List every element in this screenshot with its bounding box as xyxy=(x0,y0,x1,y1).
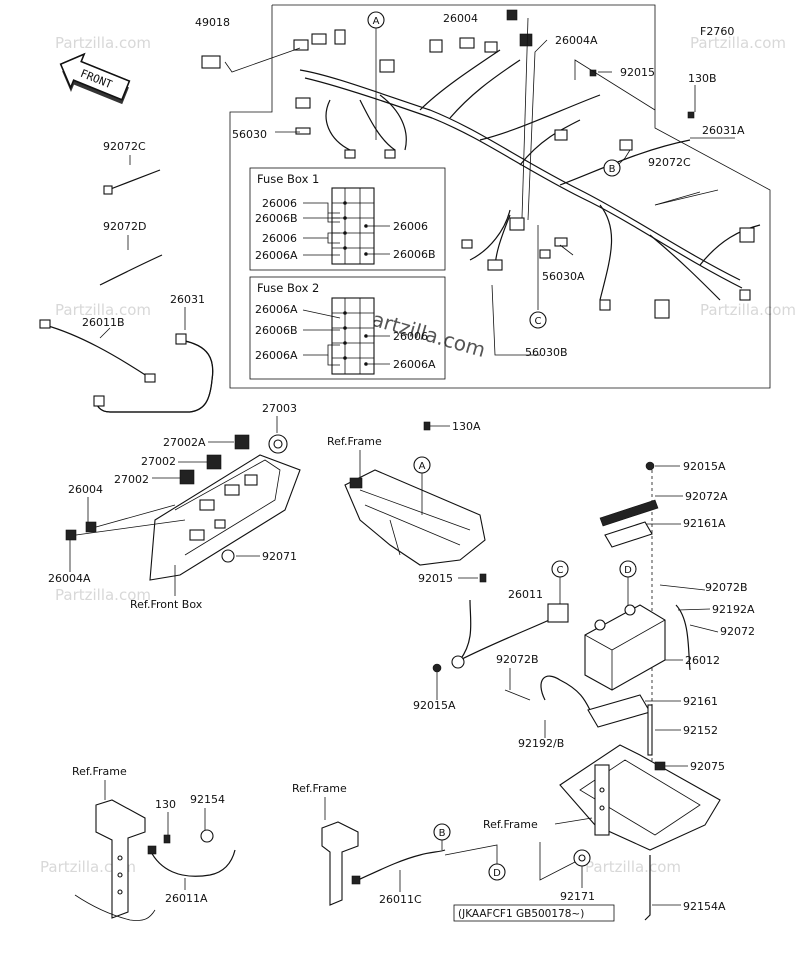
part-56030b: 56030B xyxy=(525,346,568,359)
fuse-box-2-left-0: 26006A xyxy=(255,303,298,316)
part-130b: 130B xyxy=(688,72,717,85)
callout-b: B xyxy=(609,164,616,175)
part-26011c: 26011C xyxy=(379,893,422,906)
part-92072d: 92072D xyxy=(103,220,146,233)
part-92072c-left: 92072C xyxy=(103,140,146,153)
serial-note-box xyxy=(453,904,615,922)
part-92161: 92161 xyxy=(683,695,718,708)
part-49018-shape xyxy=(201,55,221,69)
callout-a: A xyxy=(419,461,426,472)
callout-d: D xyxy=(624,565,632,576)
part-130: 130 xyxy=(155,798,176,811)
part-26011: 26011 xyxy=(508,588,543,601)
part-92192b: 92192/B xyxy=(518,737,564,750)
battery-section: 92015A 92072A 92161A 92015 26011 C D 920… xyxy=(413,460,755,840)
watermark: Partzilla.com xyxy=(690,34,786,52)
fuse-box-1-left-0: 26006 xyxy=(262,197,297,210)
part-92072a: 92072A xyxy=(685,490,728,503)
fuse-box-2-left-1: 26006B xyxy=(255,324,298,337)
part-26004a: 26004A xyxy=(48,572,91,585)
frame-bottom-left-section: Ref.Frame 130 92154 26011A xyxy=(72,765,236,921)
fuse-box-2-right-1: 26006A xyxy=(393,358,436,371)
part-92161a: 92161A xyxy=(683,517,726,530)
part-27003: 27003 xyxy=(262,402,297,415)
watermark: Partzilla.com xyxy=(55,586,151,604)
part-92171: 92171 xyxy=(560,890,595,903)
front-arrow-icon: FRONT xyxy=(59,52,131,105)
part-26004a-top: 26004A xyxy=(555,34,598,47)
part-27002-a: 27002 xyxy=(141,455,176,468)
part-92072b-left: 92072B xyxy=(496,653,539,666)
part-56030a: 56030A xyxy=(542,270,585,283)
ref-frame-2: Ref.Frame xyxy=(72,765,127,778)
fuse-box-1-left-1: 26006B xyxy=(255,212,298,225)
part-27002a: 27002A xyxy=(163,436,206,449)
callout-d: D xyxy=(493,868,501,879)
part-92192a: 92192A xyxy=(712,603,755,616)
part-26004: 26004 xyxy=(68,483,103,496)
fuse-box-1-right-1: 26006B xyxy=(393,248,436,261)
watermark: Partzilla.com xyxy=(700,301,796,319)
part-56030: 56030 xyxy=(232,128,267,141)
frame-bottom-center-section: Ref.Frame B D 26011C xyxy=(292,782,506,906)
part-130a: 130A xyxy=(452,420,481,433)
callout-a: A xyxy=(373,16,380,27)
part-92015-top: 92015 xyxy=(620,66,655,79)
fuse-box-1-left-3: 26006A xyxy=(255,249,298,262)
callout-c: C xyxy=(557,565,564,576)
fuse-box-1: Fuse Box 1 26006 26006B 26006 xyxy=(249,167,446,271)
ref-frame-1: Ref.Frame xyxy=(327,435,382,448)
part-27002-b: 27002 xyxy=(114,473,149,486)
ref-frame-4: Ref.Frame xyxy=(483,818,538,831)
front-box-section: 27003 27002A 27002 27002 26004 26004A 92… xyxy=(48,402,301,611)
fuse-box-2-right-0: 26006 xyxy=(393,330,428,343)
part-92152: 92152 xyxy=(683,724,718,737)
fuse-box-2-title: Fuse Box 2 xyxy=(257,281,319,295)
ref-frame-3: Ref.Frame xyxy=(292,782,347,795)
part-26004-top: 26004 xyxy=(443,12,478,25)
fuse-box-1-left-2: 26006 xyxy=(262,232,297,245)
part-92072b-right: 92072B xyxy=(705,581,748,594)
watermark: Partzilla.com xyxy=(585,858,681,876)
battery-tray-section: 92075 Ref.Frame 92171 (JKAAFCF1 GB500178… xyxy=(453,744,726,922)
part-92072c-right: 92072C xyxy=(648,156,691,169)
part-26031: 26031 xyxy=(170,293,205,306)
main-harness-section: F2760 xyxy=(195,4,771,389)
callout-c: C xyxy=(535,316,542,327)
watermark: Partzilla.com xyxy=(55,34,151,52)
part-49018: 49018 xyxy=(195,16,230,29)
part-92075: 92075 xyxy=(690,760,725,773)
part-92015a-right: 92015A xyxy=(683,460,726,473)
part-92015a-left: 92015A xyxy=(413,699,456,712)
fuse-box-2: Fuse Box 2 26006A 26006B 26006A 26006 xyxy=(249,276,446,380)
part-26031a: 26031A xyxy=(702,124,745,137)
frame-center-section: Ref.Frame 130A A xyxy=(327,420,486,566)
serial-note: (JKAAFCF1 GB500178~) xyxy=(458,908,584,920)
part-26012: 26012 xyxy=(685,654,720,667)
part-92154a: 92154A xyxy=(683,900,726,913)
ref-front-box: Ref.Front Box xyxy=(130,598,203,611)
fuse-box-2-left-2: 26006A xyxy=(255,349,298,362)
fuse-box-1-right-0: 26006 xyxy=(393,220,428,233)
part-92015: 92015 xyxy=(418,572,453,585)
left-small-parts: 92072C 92072D 26011B 26031 xyxy=(39,140,214,413)
watermark: Partzilla.com xyxy=(55,301,151,319)
part-26011b: 26011B xyxy=(82,316,125,329)
part-92154: 92154 xyxy=(190,793,225,806)
diagram-code: F2760 xyxy=(700,25,734,38)
callout-b: B xyxy=(439,828,446,839)
fuse-box-1-title: Fuse Box 1 xyxy=(257,172,319,186)
part-26011a: 26011A xyxy=(165,892,208,905)
part-92071: 92071 xyxy=(262,550,297,563)
part-92072: 92072 xyxy=(720,625,755,638)
